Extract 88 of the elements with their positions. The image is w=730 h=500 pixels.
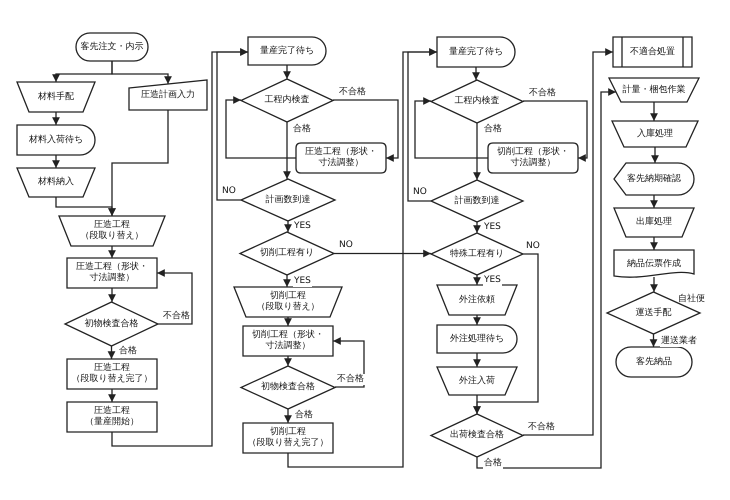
process-box: 切削工程（形状・寸法調整）	[488, 143, 578, 173]
edge-label: 不合格	[162, 311, 191, 322]
arrow	[650, 237, 658, 250]
arrow	[283, 275, 291, 287]
arrow	[108, 288, 116, 302]
arrow	[283, 65, 291, 79]
arrow	[476, 88, 616, 469]
decision-diamond: 出荷検査合格	[431, 414, 523, 457]
arrow	[52, 155, 60, 168]
decision-diamond: 工程内検査	[241, 79, 333, 122]
arrow	[414, 97, 488, 159]
edge-label: 不合格	[338, 87, 367, 98]
arrow	[333, 337, 365, 388]
arrow	[650, 102, 658, 121]
arrow	[333, 99, 399, 162]
decision-diamond: 工程内検査	[431, 80, 523, 123]
process-box: 圧造工程（形状・寸法調整）	[67, 258, 157, 288]
edge-label: 運送業者	[660, 336, 698, 347]
manual-operation-shape: 出庫処理	[614, 208, 694, 237]
manual-input-shape: 圧造計画入力	[129, 80, 207, 110]
terminal-shape: 客先注文・内示	[76, 33, 148, 61]
decision-diamond: 初物検査合格	[65, 302, 158, 346]
delay-shape: 量産完了待ち	[437, 37, 515, 67]
edge-label: 合格	[118, 346, 138, 357]
process-box: 切削工程（形状・寸法調整）	[243, 326, 333, 356]
edge-label: 不合格	[528, 88, 557, 99]
arrow	[284, 317, 292, 326]
arrow	[473, 222, 481, 233]
arrow	[650, 195, 658, 208]
arrow	[334, 250, 431, 258]
edge-label: 不合格	[527, 422, 556, 433]
arrow	[111, 61, 172, 84]
arrow	[472, 67, 480, 80]
manual-operation-shape: 入庫処理	[612, 121, 698, 147]
manual-operation-shape: 外注依頼	[437, 285, 517, 315]
arrow	[157, 269, 193, 325]
arrow	[650, 277, 658, 292]
arrow	[225, 96, 296, 159]
edge-label: 合格	[292, 124, 312, 135]
delay-shape: 材料入荷待ち	[17, 125, 95, 155]
terminal-shape: 客先納品	[616, 347, 692, 377]
edge-label: 合格	[483, 124, 503, 135]
edge-label: YES	[483, 275, 502, 286]
arrow	[108, 389, 116, 402]
arrow	[52, 112, 60, 125]
manual-operation-shape: 材料手配	[17, 82, 95, 112]
manual-operation-shape: 圧造工程（段取り替え）	[59, 216, 165, 246]
arrow	[523, 100, 588, 162]
arrow	[473, 123, 481, 180]
arrow	[283, 122, 291, 179]
predefined-process-box: 不適合処置	[613, 37, 692, 67]
arrow	[407, 48, 437, 202]
manual-operation-shape: 計量・梱包作業	[609, 78, 699, 102]
arrow	[473, 353, 481, 367]
edge-label: 合格	[294, 410, 314, 421]
decision-diamond: 計画数到達	[431, 180, 523, 222]
manual-operation-shape: 外注入荷	[437, 367, 517, 395]
edge-label: 合格	[483, 458, 503, 469]
arrow	[108, 346, 116, 359]
arrow	[284, 221, 292, 232]
manual-operation-shape: 切削工程（段取り替え）	[234, 287, 342, 317]
decision-diamond: 切削工程有り	[240, 232, 334, 275]
note-text: 自社便	[678, 294, 705, 305]
arrow	[216, 48, 248, 201]
arrow	[284, 356, 292, 366]
arrow	[650, 334, 658, 347]
delay-shape: 量産完了待ち	[248, 37, 326, 65]
document-shape: 納品伝票作成	[614, 250, 694, 278]
display-shape: 客先納期確認	[614, 163, 694, 195]
process-box: 圧造工程（形状・寸法調整）	[296, 143, 386, 173]
process-box: 切削工程（段取り替え完了）	[243, 423, 333, 453]
process-box: 圧造工程（段取り替え完了）	[67, 359, 157, 389]
decision-diamond: 特殊工程有り	[431, 233, 523, 275]
edge-label: 不合格	[336, 374, 365, 385]
arrow	[473, 315, 481, 325]
arrow	[523, 48, 613, 436]
decision-diamond: 計画数到達	[241, 179, 335, 221]
delay-shape: 外注処理待ち	[437, 325, 517, 353]
process-box: 圧造工程（量産開始）	[67, 402, 157, 432]
arrow	[284, 409, 292, 423]
edge-label: YES	[293, 276, 312, 287]
arrow	[473, 395, 481, 414]
arrow	[651, 147, 659, 163]
arrow	[108, 246, 116, 258]
arrow	[473, 275, 481, 285]
manual-operation-shape: 材料納入	[17, 168, 95, 197]
decision-diamond: 初物検査合格	[241, 366, 335, 409]
arrow	[108, 110, 169, 216]
